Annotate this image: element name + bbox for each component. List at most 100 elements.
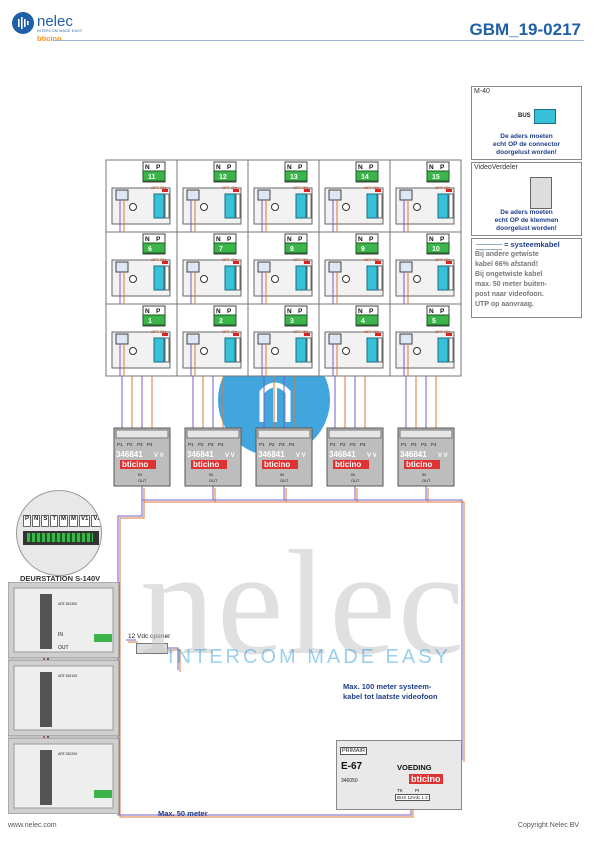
monitor-number: 15 <box>432 174 440 181</box>
switch-label: OFF ON <box>151 257 166 262</box>
distributor-vv: V V <box>296 453 306 459</box>
distributor-port: P3 <box>208 442 214 447</box>
connector-labels <box>235 265 241 291</box>
primair-label: PRIMAIR <box>340 747 367 755</box>
screen-icon <box>186 261 200 273</box>
jumper-icon <box>342 347 350 355</box>
screen-icon <box>186 189 200 201</box>
distributor-vv: V V <box>438 453 448 459</box>
watermark-circle-mark <box>254 378 296 422</box>
distributor-out: OUT <box>209 478 218 483</box>
distributor-in: IN <box>138 472 142 477</box>
screen-icon <box>115 189 129 201</box>
terminal-green-block <box>355 242 379 254</box>
jumper-icon <box>200 347 208 355</box>
screen-icon <box>257 261 271 273</box>
legend-systeemkabel: = systeemkabel Bij andere getwiste kabel… <box>471 238 582 318</box>
legend-vv-line1: De aders moeten <box>500 209 553 216</box>
bus-connector <box>224 265 236 291</box>
opener-label: 12 Vdc opener <box>128 633 171 640</box>
terminal-n-label: N <box>287 164 292 171</box>
bus-cable-pair <box>168 649 181 672</box>
terminal-label: V2 <box>91 515 101 527</box>
legend-sk-line5: post naar videofoon. <box>475 291 544 298</box>
bus-cable <box>426 499 463 745</box>
distributor-in: IN <box>422 472 426 477</box>
terminal-n-label: N <box>429 164 434 171</box>
terminal-n-label: N <box>287 236 292 243</box>
brand-sub: bticino <box>37 34 62 43</box>
watermark-tagline: INTERCOM MADE EASY <box>168 646 451 668</box>
distributor-brand-bg <box>191 460 227 469</box>
terminal-green-block <box>426 242 450 254</box>
terminal-n-label: N <box>358 308 363 315</box>
distributor-out: OUT <box>422 478 431 483</box>
switch-label: OFF ON <box>435 329 450 334</box>
terminal-label: M <box>69 515 79 527</box>
switch-indicator <box>162 261 168 264</box>
psu-code: 346050 <box>341 778 358 784</box>
monitor-number: 14 <box>361 174 369 181</box>
distributor-brand: bticino <box>335 460 361 469</box>
distributor-out: OUT <box>351 478 360 483</box>
bus-connector <box>366 337 378 363</box>
switch-indicator <box>375 261 381 264</box>
distributor-port: P4 <box>289 442 295 447</box>
distributor-port: P3 <box>350 442 356 447</box>
distributor-brand: bticino <box>406 460 432 469</box>
switch-indicator <box>304 333 310 336</box>
module-code-3: ART.352200 <box>58 752 78 756</box>
jumper-icon <box>413 347 421 355</box>
screen-icon <box>399 261 413 273</box>
terminal-n-label: N <box>216 236 221 243</box>
terminal-p-label: P <box>227 164 232 171</box>
connector-labels <box>164 193 170 219</box>
legend-videoverdeler: VideoVerdeler De aders moeten echt OP de… <box>471 162 582 236</box>
terminal-green-block <box>142 170 166 182</box>
terminal-n-label: N <box>358 236 363 243</box>
distributor-port: P1 <box>188 442 194 447</box>
terminal-p-label: P <box>298 308 303 315</box>
terminal-p-label: P <box>156 164 161 171</box>
distributor-port: P1 <box>117 442 123 447</box>
footer-copyright: Copyright Nelec BV <box>517 822 579 829</box>
distributor-clamps <box>328 429 382 439</box>
bus-cable-pair <box>119 502 340 818</box>
distributor-model: 346841 <box>258 450 285 459</box>
terminal-n-label: N <box>216 308 221 315</box>
jumper-icon <box>200 203 208 211</box>
max100-line1: Max. 100 meter systeem- <box>343 682 432 691</box>
bus-cable <box>355 486 427 501</box>
switch-indicator <box>446 189 452 192</box>
switch-label: OFF ON <box>364 257 379 262</box>
terminal-label: V1 <box>79 515 91 527</box>
monitor-number: 9 <box>361 246 365 253</box>
footer-website: www.nelec.com <box>8 822 57 829</box>
bus-connector <box>295 265 307 291</box>
distributor-model: 346841 <box>329 450 356 459</box>
brand-name: nelec <box>37 13 73 30</box>
opener-device <box>136 643 168 654</box>
legend-m40-line1: De aders moeten <box>500 133 553 140</box>
bus-cable <box>141 486 214 501</box>
terminal-n-label: N <box>358 164 363 171</box>
distributor-vv: V V <box>367 453 377 459</box>
switch-label: OFF ON <box>293 329 308 334</box>
power-supply: PRIMAIR E-67 VOEDING 346050 bticino TK P… <box>336 740 462 810</box>
terminal-label: N <box>32 515 41 527</box>
terminal-green-block <box>213 170 237 182</box>
screen-icon <box>328 189 342 201</box>
terminal-green-block <box>355 314 379 326</box>
distributor-port: P2 <box>340 442 346 447</box>
jumper-icon <box>129 275 137 283</box>
distributor-port: P2 <box>127 442 133 447</box>
bus-label: BUS <box>518 113 531 119</box>
connector-labels <box>235 193 241 219</box>
terminal-p-label: P <box>369 308 374 315</box>
